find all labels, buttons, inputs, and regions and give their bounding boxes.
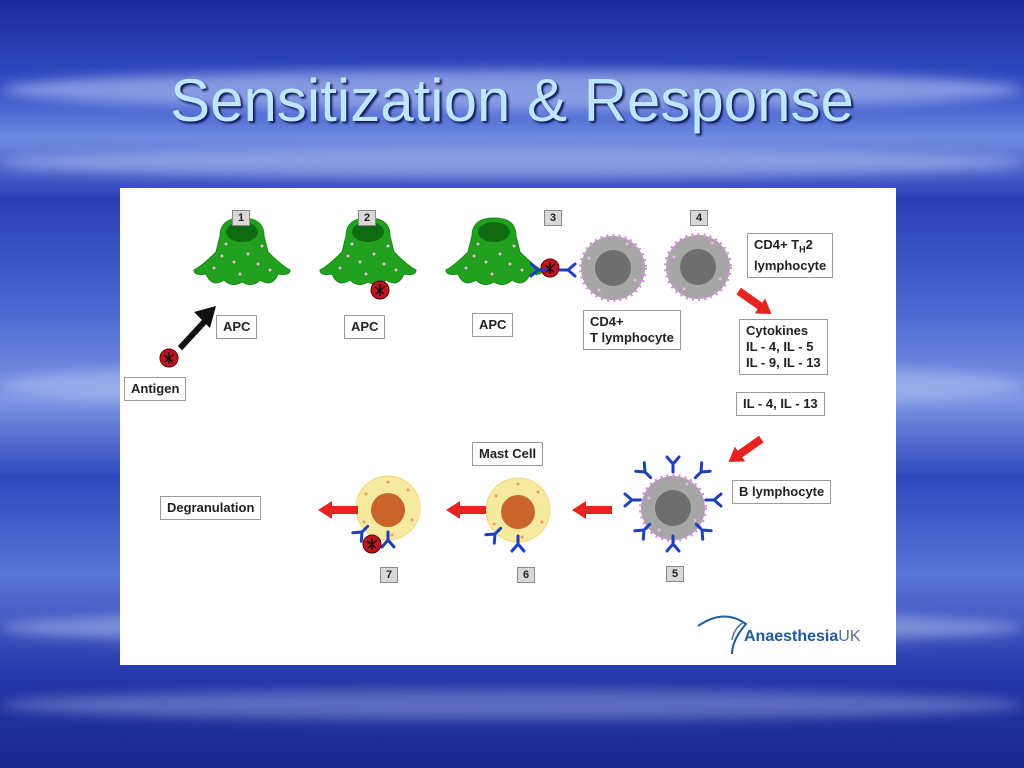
- apc-label-3: APC: [472, 313, 514, 337]
- anaesthesia-uk-logo: AnaesthesiaUK: [744, 628, 861, 646]
- receptor-right: [558, 262, 577, 278]
- apc-cell-3: [445, 217, 543, 286]
- cytokines-line1: Cytokines: [746, 323, 809, 338]
- diagram-panel: 1 2 3 4 5 6 7 APC APC APC Antigen CD4+ T…: [120, 188, 896, 665]
- arrow-to-mast-cell-7: [446, 501, 486, 519]
- logo-swoosh-icon: [697, 615, 748, 655]
- b-cell-antibody: [689, 461, 712, 484]
- step-number: 6: [517, 567, 535, 583]
- background-streak: [0, 70, 1024, 110]
- mast-cell-label: Mast Cell: [472, 442, 544, 466]
- arrow-to-mast-cell: [572, 501, 612, 519]
- step-number: 2: [358, 210, 376, 226]
- il4-il13-label: IL - 4, IL - 13: [736, 392, 825, 416]
- antigen-label: Antigen: [124, 377, 187, 401]
- t-cell-cd4: [579, 234, 647, 302]
- antigen-presented: [540, 258, 560, 278]
- cd4-th2-lymphocyte-label: CD4+ TH2 lymphocyte: [747, 233, 834, 278]
- b-cell-antibody: [704, 492, 723, 508]
- step-number: 5: [666, 566, 684, 582]
- background-streak: [0, 690, 1024, 720]
- cytokines-line2: IL - 4, IL - 5: [746, 339, 814, 354]
- step-number: 4: [690, 210, 708, 226]
- diagram-canvas: [159, 217, 777, 655]
- cd4th2-main: CD4+ T: [754, 237, 800, 252]
- background-streak: [0, 148, 1024, 178]
- cd4th2-suffix: 2: [805, 237, 813, 252]
- antigen-crosslink: [362, 534, 382, 554]
- b-cell-antibody: [623, 492, 642, 508]
- arrow-to-degranulation: [318, 501, 358, 519]
- antigen-on-apc-2: [370, 280, 390, 300]
- cd4th2-subscript: H: [799, 244, 806, 255]
- cd4-label-line2: T lymphocyte: [590, 330, 674, 345]
- cd4th2-label-line1: CD4+ TH2: [754, 237, 826, 258]
- apc-label-1: APC: [216, 315, 258, 339]
- apc-label-2: APC: [344, 315, 386, 339]
- antigen-free: [159, 348, 179, 368]
- apc-cell-1: [193, 217, 291, 286]
- step-number: 7: [380, 567, 398, 583]
- cytokines-line3: IL - 9, IL - 13: [746, 355, 821, 370]
- logo-text-anaesthesia: Anaesthesia: [744, 628, 839, 645]
- degranulation-label: Degranulation: [160, 496, 262, 520]
- cytokines-label: Cytokines IL - 4, IL - 5 IL - 9, IL - 13: [739, 319, 828, 375]
- b-cell-antibody: [665, 455, 681, 474]
- b-lymphocyte-cell: [639, 474, 707, 542]
- slide-title: Sensitization & Response: [170, 67, 854, 134]
- step-number: 3: [544, 210, 562, 226]
- b-lymphocyte-label: B lymphocyte: [732, 480, 832, 504]
- arrow-to-b-lymphocyte: [723, 431, 767, 470]
- cd4-label-line1: CD4+: [590, 314, 624, 329]
- black-arrow: [177, 306, 216, 351]
- b-cell-antibody: [634, 461, 657, 484]
- antigen-label-text: Antigen: [131, 381, 180, 396]
- logo-text-uk: UK: [838, 628, 861, 645]
- cd4th2-label-line2: lymphocyte: [754, 257, 827, 273]
- arrow-to-cytokines: [733, 283, 777, 322]
- step-number: 1: [232, 210, 250, 226]
- t-cell-th2: [664, 233, 732, 301]
- apc-cell-2: [319, 217, 417, 286]
- cd4-t-lymphocyte-label: CD4+ T lymphocyte: [583, 310, 681, 350]
